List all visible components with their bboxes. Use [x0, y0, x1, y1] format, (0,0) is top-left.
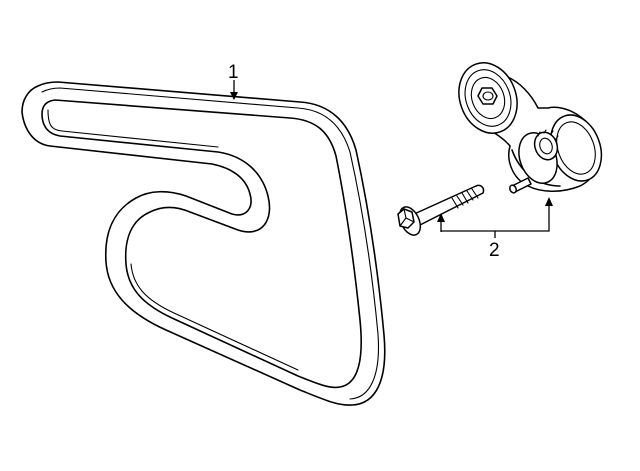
callout-2-label: 2 [489, 240, 500, 261]
callout-1-label: 1 [228, 62, 239, 83]
callout-2-leader [437, 197, 553, 238]
drive-belt [21, 81, 386, 406]
callout-1-leader [230, 80, 238, 100]
tensioner-bolt [397, 184, 485, 236]
belt-tensioner [458, 62, 603, 194]
